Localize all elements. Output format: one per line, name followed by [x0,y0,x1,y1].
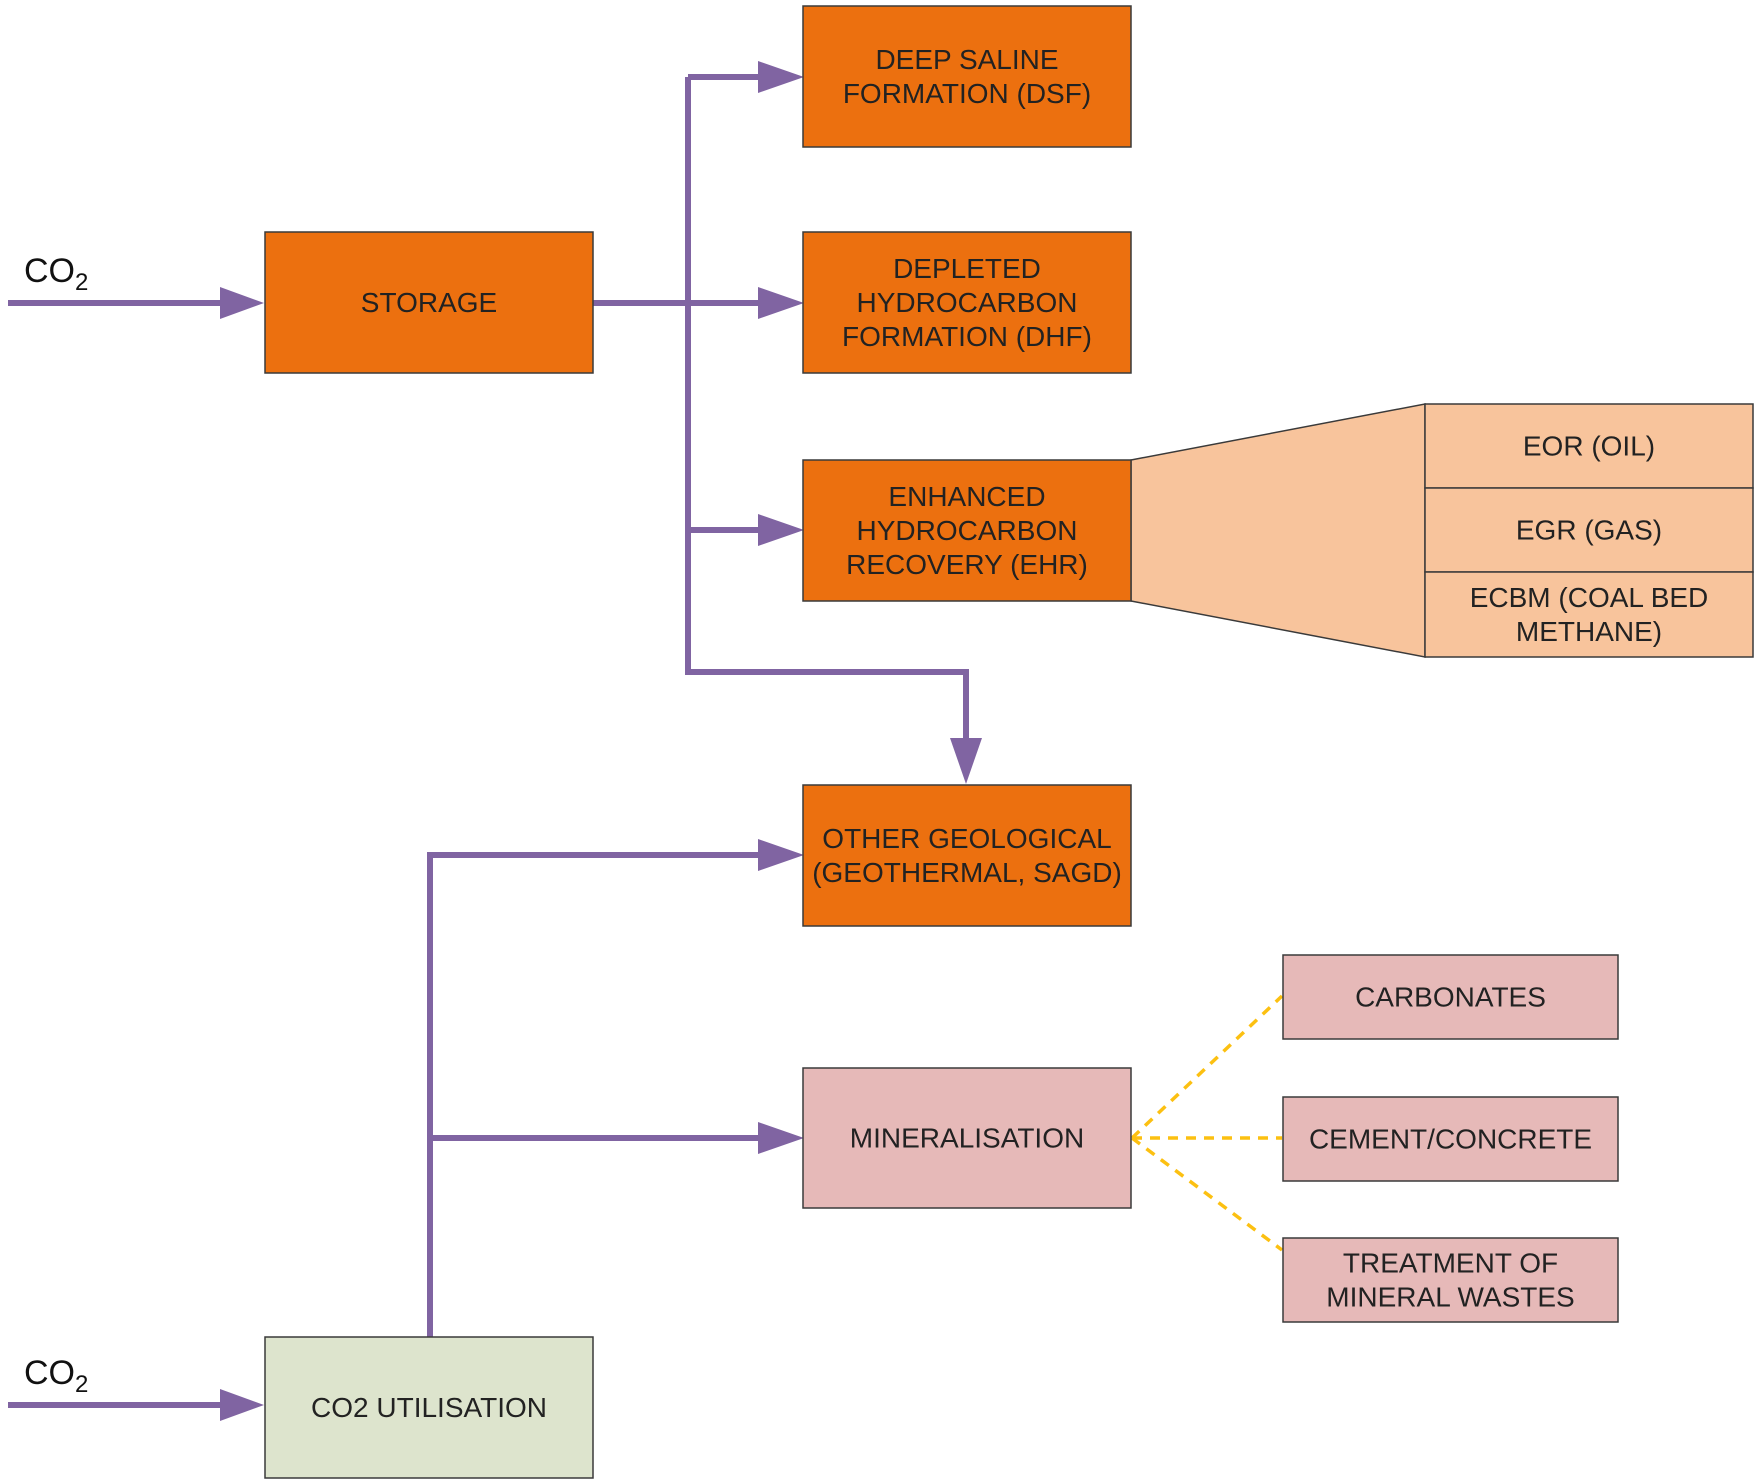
storage-box [264,231,594,374]
dhf-label-line: HYDROCARBON [857,287,1078,318]
dashed-links [1130,994,1284,1252]
ehr-breakdown-item [1424,571,1754,658]
dashed-link-carbonates [1130,994,1284,1140]
ehr-breakdown-item-label-line: EOR (OIL) [1523,431,1655,462]
utilisation-trunk [427,852,760,1338]
dsf-label-line: DEEP SALINE [875,44,1058,75]
mineralisation-label-line: MINERALISATION [850,1123,1084,1154]
ehr-breakdown-callout [1130,403,1426,658]
co2-utilisation-box [264,1336,594,1479]
other-geological-box [802,784,1132,927]
input-arrow-utilisation-head [220,1389,264,1421]
ehr-label-line: RECOVERY (EHR) [846,549,1088,580]
input-arrow-storage-head [220,287,264,319]
ehr-box [802,459,1132,602]
co2-input-label-utilisation: CO2 [24,1354,88,1398]
co2-utilisation-node: CO2 UTILISATION [264,1336,594,1479]
arrow-head-ehr [758,514,804,546]
storage-label-line: STORAGE [361,287,497,318]
arrow-head-other-geological [950,738,982,784]
ehr-breakdown-item-label-line: METHANE) [1516,616,1662,647]
mineralisation-node: MINERALISATION [802,1067,1132,1209]
cement-node: CEMENT/CONCRETE [1282,1096,1619,1182]
dhf-label-line: DEPLETED [893,253,1041,284]
ehr-label-line: HYDROCARBON [857,515,1078,546]
arrow-head-mineralisation [758,1122,804,1154]
carbonates-label-line: CARBONATES [1355,982,1546,1013]
mineral-wastes-label-line: MINERAL WASTES [1326,1282,1574,1313]
ehr-breakdown-item-label-line: EGR (GAS) [1516,515,1662,546]
mineralisation-box [802,1067,1132,1209]
carbonates-box [1282,954,1619,1040]
ehr-label-line: ENHANCED [888,481,1045,512]
co2-utilisation-label-line: CO2 UTILISATION [311,1392,547,1423]
other-geological-node: OTHER GEOLOGICAL(GEOTHERMAL, SAGD) [802,784,1132,927]
other-geological-label-line: (GEOTHERMAL, SAGD) [812,857,1122,888]
ehr-breakdown-item-label-line: ECBM (COAL BED [1470,582,1709,613]
other-geological-label-line: OTHER GEOLOGICAL [822,823,1111,854]
arrow-head-other-geological-from-utilisation [758,839,804,871]
arrow-head-dsf [758,61,804,93]
cement-box [1282,1096,1619,1182]
dsf-box [802,5,1132,148]
dhf-box [802,231,1132,374]
dsf-label-line: FORMATION (DSF) [843,78,1091,109]
co2-input-label-storage: CO2 [24,252,88,296]
cement-label-line: CEMENT/CONCRETE [1309,1124,1592,1155]
flow-connectors [8,61,982,1421]
mineral-wastes-label-line: TREATMENT OF [1343,1248,1558,1279]
storage-trunk-vertical [685,77,969,740]
dashed-link-mineral-wastes [1130,1136,1284,1252]
carbonates-node: CARBONATES [1282,954,1619,1040]
storage-node: STORAGE [264,231,594,374]
mineral-wastes-box [1282,1237,1619,1323]
dhf-label-line: FORMATION (DHF) [842,321,1092,352]
arrow-head-dhf [758,287,804,319]
